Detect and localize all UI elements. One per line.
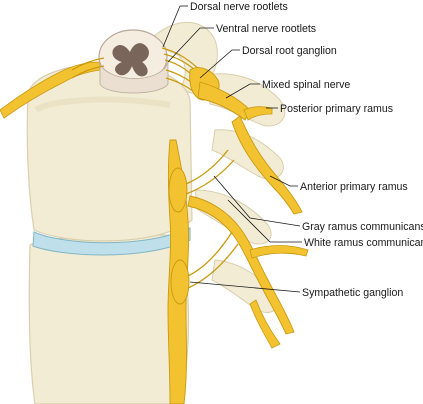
lower-spinal-nerve: [187, 195, 295, 335]
labels: Dorsal nerve rootlets Ventral nerve root…: [190, 1, 423, 299]
label-anterior-primary-ramus: Anterior primary ramus: [300, 181, 408, 193]
anterior-primary-ramus: [231, 115, 303, 215]
label-white-ramus-communicans: White ramus communicans: [304, 237, 423, 249]
posterior-primary-ramus: [243, 106, 273, 121]
label-mixed-spinal-nerve: Mixed spinal nerve: [262, 79, 350, 91]
gray-matter: [112, 43, 149, 77]
rami-communicantes: [185, 149, 239, 289]
intervertebral-disc: [32, 227, 191, 256]
sympathetic-ganglion-upper: [168, 167, 188, 213]
label-posterior-primary-ramus: Posterior primary ramus: [280, 103, 393, 115]
label-gray-ramus-communicans: Gray ramus communicans: [302, 221, 423, 233]
spinal-cord: [98, 29, 169, 94]
lower-vertebral-body: [28, 234, 190, 404]
sympathetic-ganglion-lower: [170, 259, 190, 305]
mixed-spinal-nerve: [197, 81, 251, 121]
leader-lines: [162, 5, 302, 293]
label-ventral-nerve-rootlets: Ventral nerve rootlets: [216, 23, 316, 35]
label-dorsal-nerve-rootlets: Dorsal nerve rootlets: [190, 1, 288, 13]
label-dorsal-root-ganglion: Dorsal root ganglion: [242, 45, 337, 57]
label-sympathetic-ganglion: Sympathetic ganglion: [302, 287, 403, 299]
